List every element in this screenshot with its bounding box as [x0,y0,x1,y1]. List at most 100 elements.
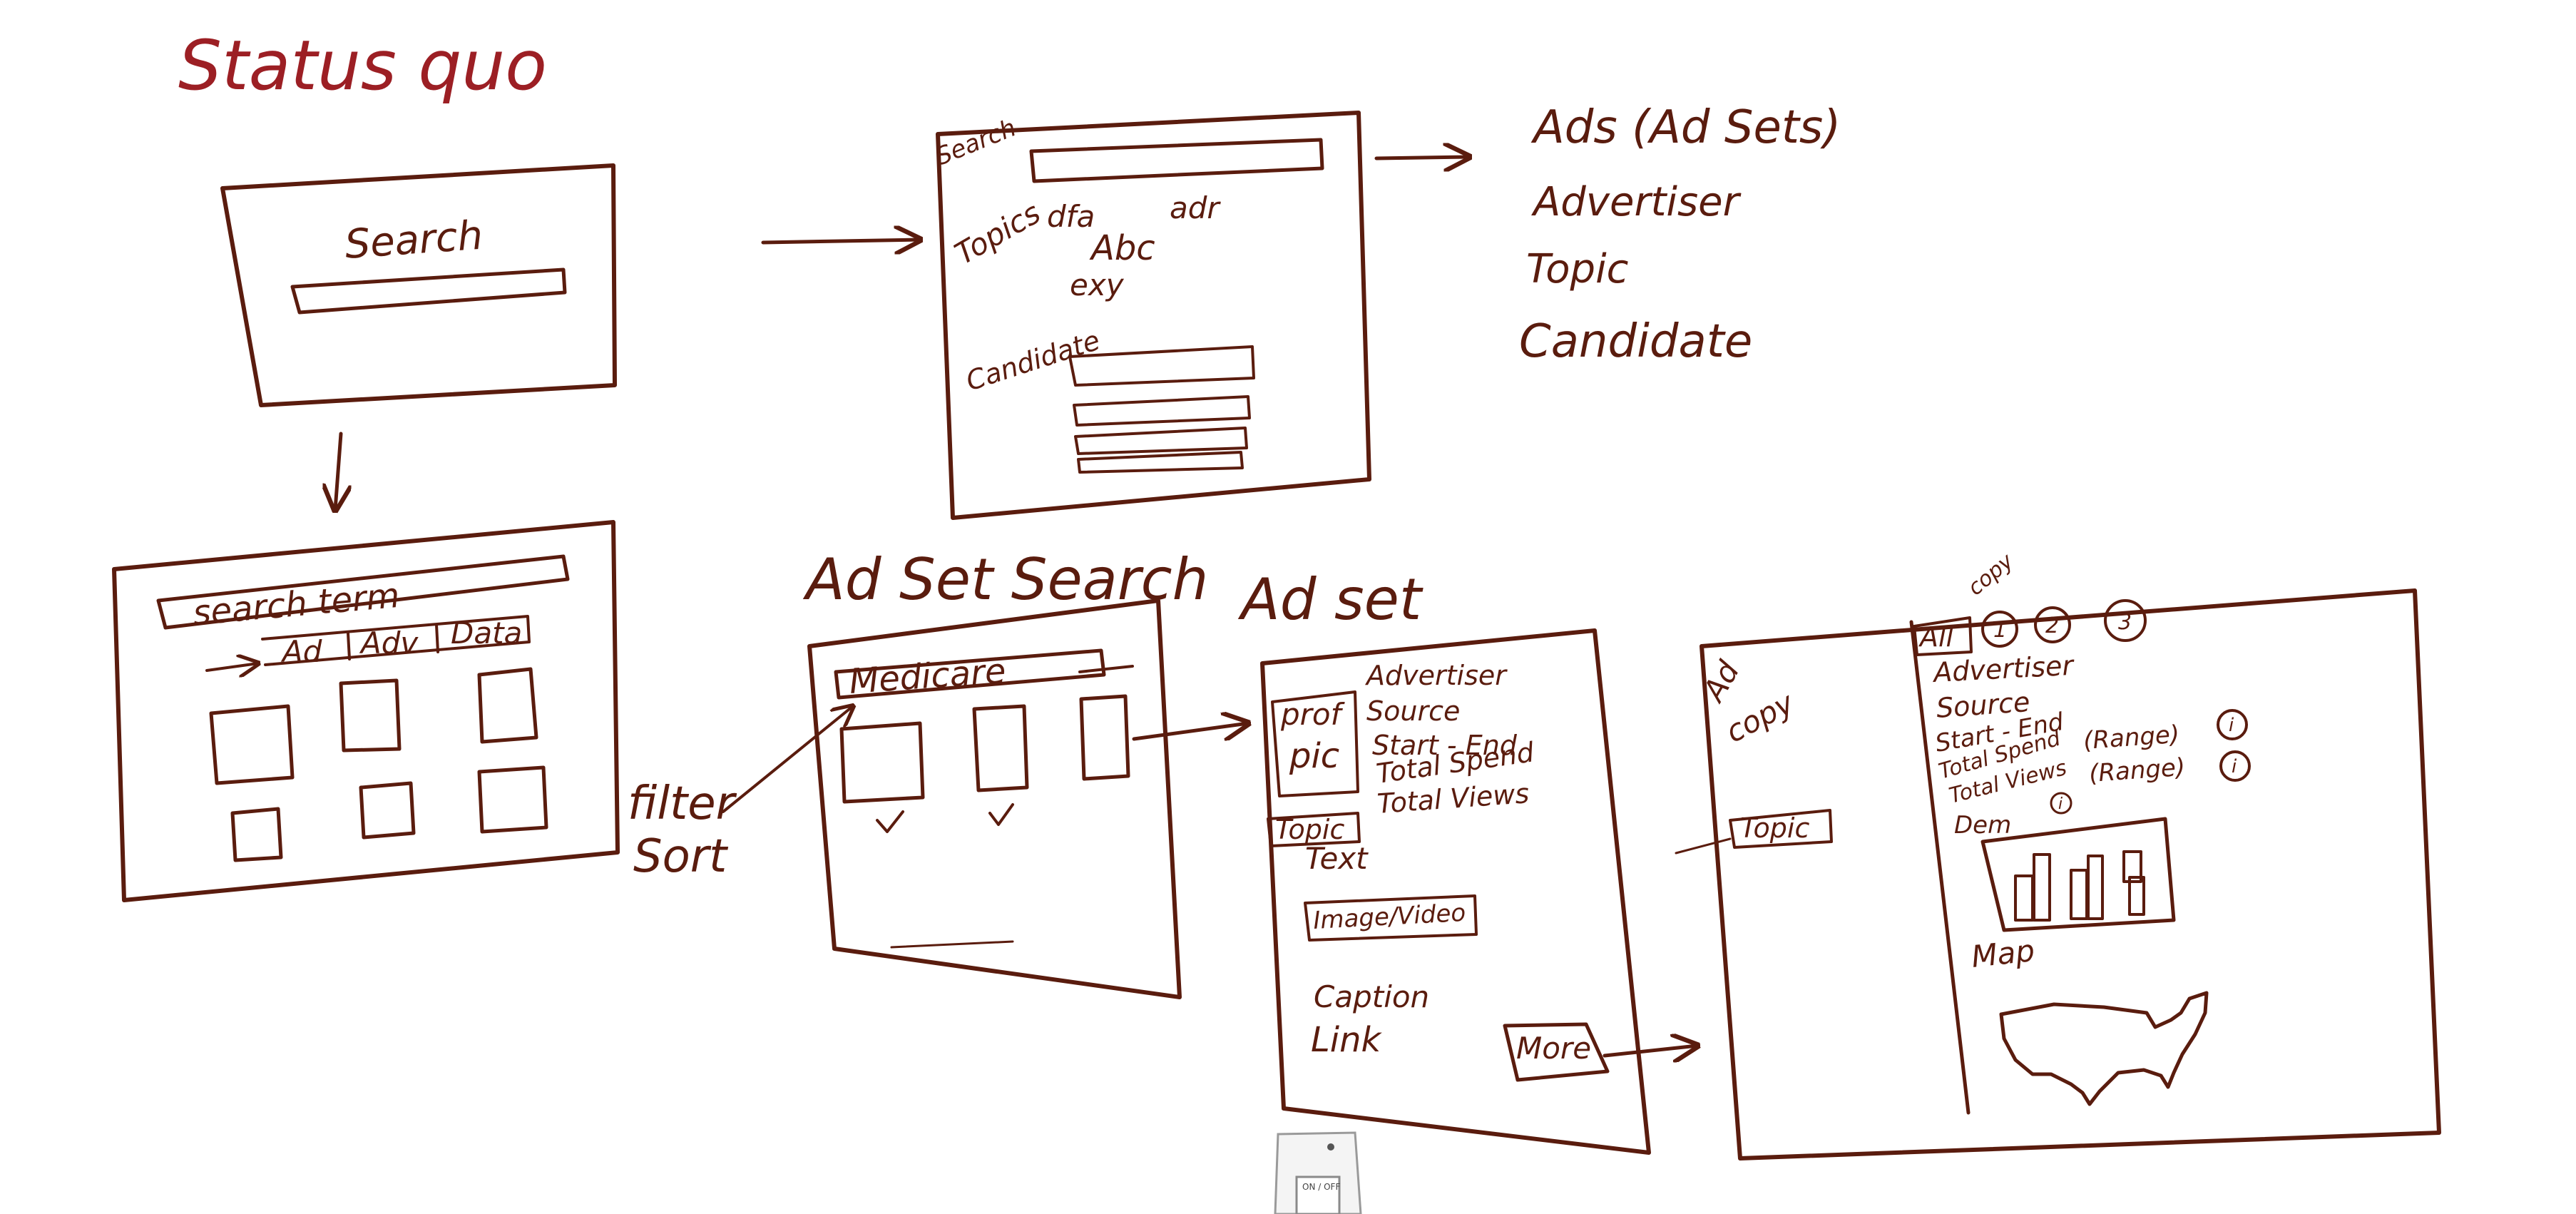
search-term-text: search term [191,576,401,633]
tab-all[interactable]: All [1918,621,1954,653]
ad-set-detail-screen: prof pic Advertiser Source Start - End T… [1260,628,1651,1155]
tab-all-box [1913,616,1973,656]
results-tab-strip [261,615,531,666]
results-tab-adv: Adv [359,626,419,660]
text-label: Text [1305,841,1369,876]
result-card [230,807,283,862]
topic-term: dfa [1047,199,1095,234]
tab-number-1-label: 1 [1993,618,2007,643]
info-icon-label: i [2229,715,2234,736]
ad-set-field: Advertiser [1364,660,1508,691]
arrow-to-result-types [1374,157,1469,158]
topics-label: Topics [949,195,1047,271]
medicare-query: Medicare [848,651,1007,702]
status-quo-search-label: Search [343,213,484,268]
light-switch-device: ON / OFF [1274,1131,1362,1214]
tab-number-3[interactable] [2104,599,2147,642]
device-label: ON / OFF [1302,1182,1340,1192]
result-type-item: Ads (Ad Sets) [1530,101,1841,154]
result-card [209,704,295,785]
info-icon[interactable] [2217,709,2248,740]
demographics-bar [2087,855,2104,920]
autocomplete-search-box [1029,138,1324,183]
filter-sort-note: filter [628,777,737,830]
link-label: Link [1311,1020,1383,1060]
info-icon[interactable] [2050,792,2072,815]
demographics-bar [2070,869,2088,920]
medicare-search-field [834,648,1106,700]
range-label: (Range) [2082,720,2181,755]
status-quo-screen: Search [220,163,617,407]
candidate-row [1073,395,1251,427]
full-view-topic-tag [1729,809,1833,849]
ad-set-search-screen: Medicare [807,598,1182,999]
topic-tag-label: Topic [1275,814,1344,845]
demographics-chart-frame [1980,817,2176,932]
result-card [477,765,548,834]
image-video-label: Image/Video [1312,899,1466,935]
checkmark-icon [876,810,904,833]
results-screen: search term Ad Adv Data [112,520,620,902]
ad-set-heading: Ad set [1237,566,1424,633]
more-button[interactable] [1503,1022,1610,1082]
topic-term: exy [1070,267,1125,302]
full-view-field: Source [1936,686,2031,724]
demographics-bar [2014,874,2034,922]
status-quo-search-box [290,267,567,315]
result-type-item: Candidate [1519,315,1752,368]
result-card [477,667,538,744]
tab-number-1[interactable] [1981,611,2018,648]
result-type-item: Topic [1526,246,1629,292]
info-icon-label: i [2232,756,2237,777]
results-tab-data: Data [451,616,522,651]
candidate-row [1077,451,1244,474]
full-view-divider [1909,620,1971,1115]
tab-number-2[interactable] [2034,606,2071,643]
arrow-more-to-full-view [1603,1046,1697,1056]
medicare-search-submit [1078,665,1134,673]
result-type-item: Advertiser [1531,179,1742,225]
range-label: (Range) [2088,753,2187,788]
arrow-filter-to-search [722,706,853,813]
info-icon[interactable] [2219,750,2251,782]
profile-pic-box [1271,690,1359,797]
checkmark-icon [988,803,1014,826]
arrow-to-ad-set [1132,723,1248,739]
autocomplete-screen: Search Topics dfa adr Abc exy Candidate [931,111,1371,520]
info-icon-label: i [2058,795,2063,813]
topic-term: Abc [1089,228,1155,268]
result-card [359,781,416,840]
caption-label: Caption [1314,979,1429,1014]
full-view-field: Dem [1954,811,2011,840]
profile-pic-label: prof [1280,697,1346,732]
arrow-down-to-results [335,432,341,510]
ad-set-card [839,721,925,804]
ad-set-field: Start - End [1372,730,1518,761]
ad-set-card [972,704,1029,792]
candidate-row [1068,345,1255,387]
profile-pic-label: pic [1289,736,1339,776]
result-card [339,678,402,753]
autocomplete-search-label: Search [931,113,1020,171]
arrow-to-autocomplete [761,240,920,243]
more-button-label: More [1516,1031,1591,1066]
candidate-row [1074,427,1248,455]
results-tab-ad: Ad [280,634,322,669]
ad-set-field: Source [1366,695,1460,727]
map-label: Map [1970,933,2036,974]
topic-tag [1267,812,1361,847]
filter-sort-note: Sort [633,830,729,883]
demographics-bar [2122,850,2142,883]
search-term-field [156,554,570,630]
demographics-bar [2128,876,2145,916]
full-view-topic-label: Topic [1740,812,1809,844]
ad-set-full-screen: Ad copy Topic copy All 1 2 3 Advertiser … [1675,548,2441,1161]
ad-set-card [1079,694,1130,781]
full-view-field: Advertiser [1931,650,2075,688]
topic-term: adr [1170,190,1221,225]
copy-caption: copy [1963,548,2019,601]
demographics-bar [2033,853,2051,922]
tab-number-2-label: 2 [2045,613,2059,638]
image-video-box [1304,894,1478,942]
